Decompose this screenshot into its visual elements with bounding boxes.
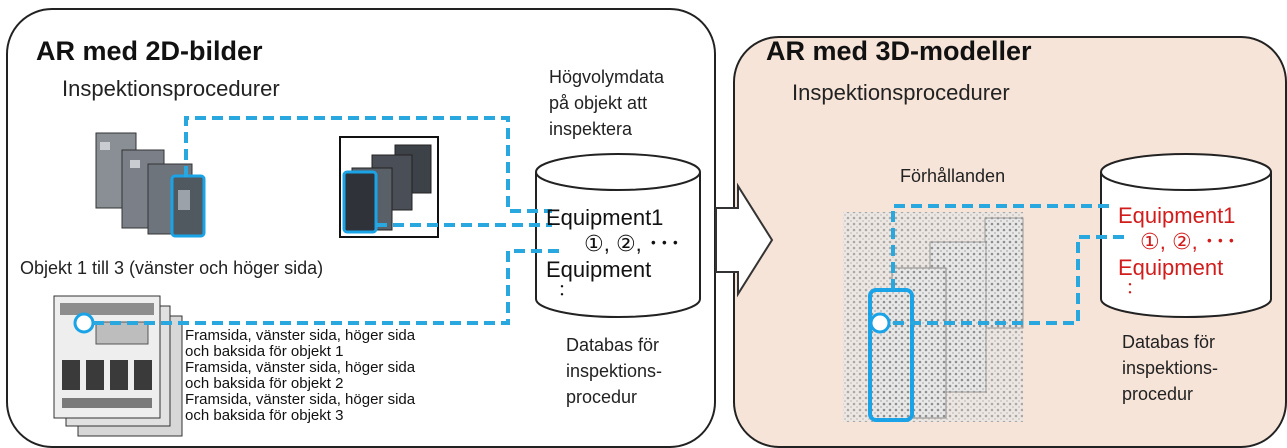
db-caption-line: Databas för [566,335,660,355]
db-line: Equipment [546,257,652,282]
db-line: Equipment1 [1118,203,1236,228]
db-line: ： [558,282,575,299]
left-db-caption: Databas för inspektions- procedur [566,332,662,410]
db-line: ①, ②, ･･･ [1140,229,1237,254]
db-caption-line: inspektions- [1122,358,1219,378]
db-caption-line: inspektions- [566,361,663,381]
cabinet-icon [95,132,206,238]
db-caption-line: Databas för [1122,332,1216,352]
high-volume-line: inspektera [549,119,633,139]
sheet-caption-line: Framsida, vänster sida, höger sida [185,391,416,408]
db-line: Equipment1 [546,205,664,230]
right-db-caption: Databas för inspektions- procedur [1122,329,1218,407]
sheet-caption-line: och baksida för objekt 1 [185,343,344,360]
cabinet-icon [339,136,439,238]
sheet-caption-line: Framsida, vänster sida, höger sida [185,327,416,344]
high-volume-line: Högvolymdata [549,67,665,87]
db-line: ： [1126,280,1143,297]
sheet-caption-line: och baksida för objekt 3 [185,407,344,424]
database-cylinder-icon [535,153,701,318]
db-line: Equipment [1118,255,1224,280]
left-subtitle: Inspektionsprocedurer [62,76,280,101]
db-caption-line: procedur [1122,384,1194,404]
sheet-caption-line: Framsida, vänster sida, höger sida [185,359,416,376]
target-circle-icon [869,312,891,334]
cabinet-icon [868,217,1024,422]
db-line: ①, ②, ･･･ [584,231,681,256]
right-subtitle: Inspektionsprocedurer [792,80,1010,105]
high-volume-line: på objekt att [549,93,648,113]
objects-caption: Objekt 1 till 3 (vänster och höger sida) [20,258,324,278]
right-db-entries: Equipment1 ①, ②, ･･･ Equipment ： [1118,203,1237,297]
database-cylinder-icon [1100,153,1272,318]
dashed-links-left [93,116,560,325]
sheet-captions: Framsida, vänster sida, höger sida och b… [185,328,415,424]
left-title: AR med 2D-bilder [36,36,263,66]
db-caption-line: procedur [566,387,638,407]
high-volume-label: Högvolymdata på objekt att inspektera [549,64,664,142]
sheet-caption-line: och baksida för objekt 2 [185,375,344,392]
panel-sheets [53,295,183,437]
relations-label: Förhållanden [900,166,1006,186]
right-title: AR med 3D-modeller [766,36,1032,66]
dashed-links-right [891,204,1125,325]
left-db-entries: Equipment1 ①, ②, ･･･ Equipment ： [546,205,681,299]
